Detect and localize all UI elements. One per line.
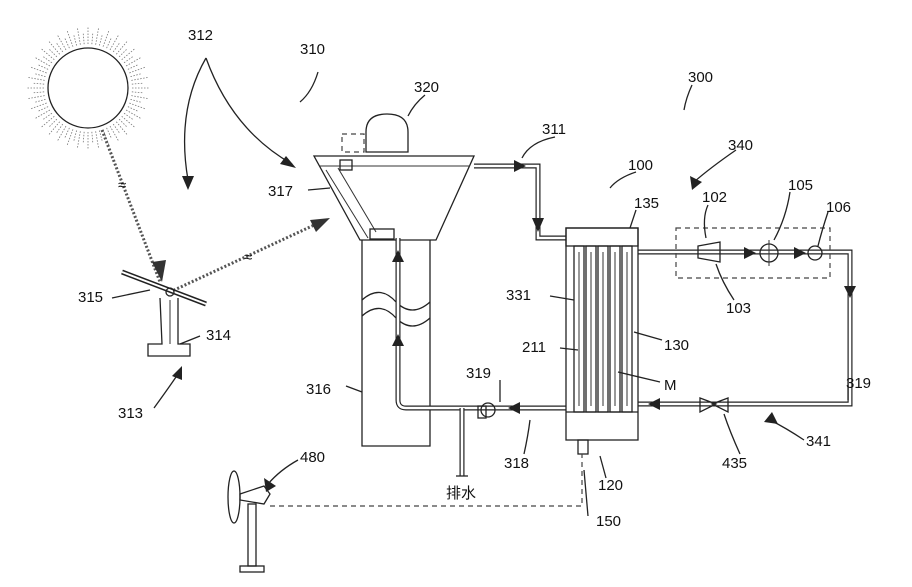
sun-ray xyxy=(110,34,119,50)
label-drain: 排水 xyxy=(446,485,476,502)
sun-ray xyxy=(107,37,112,48)
sun-ray xyxy=(99,34,102,46)
sun-ray xyxy=(27,77,45,80)
label-331: 331 xyxy=(506,287,531,304)
sun-ray xyxy=(34,57,50,66)
heliostat xyxy=(122,272,206,356)
sun-ray xyxy=(37,64,48,69)
sun-ray xyxy=(32,92,44,93)
solar-receiver xyxy=(314,114,474,446)
sun-ray xyxy=(74,34,77,46)
label-100: 100 xyxy=(628,157,653,174)
label-317: 317 xyxy=(268,183,293,200)
sun-ray xyxy=(116,41,128,55)
sun-ray xyxy=(124,56,134,63)
sun-ray xyxy=(92,32,93,44)
sun-ray xyxy=(131,99,143,102)
sun-ray xyxy=(131,77,149,80)
sun-ray xyxy=(56,42,63,52)
label-319-pump: 319 xyxy=(466,365,491,382)
sun-ray xyxy=(42,56,52,63)
label-312: 312 xyxy=(188,27,213,44)
sun-ray xyxy=(32,83,44,84)
sun-ray xyxy=(57,34,66,50)
sun-ray xyxy=(74,131,77,143)
sun-ray xyxy=(131,74,143,77)
sun-ray xyxy=(122,116,136,128)
label-341: 341 xyxy=(806,433,831,450)
sun-ray xyxy=(131,96,149,99)
label-120: 120 xyxy=(598,477,623,494)
label-320: 320 xyxy=(414,79,439,96)
sun-ray xyxy=(57,126,66,142)
sun-ray xyxy=(128,107,139,112)
label-316: 316 xyxy=(306,381,331,398)
sun-ray xyxy=(42,113,52,120)
label-340: 340 xyxy=(728,137,753,154)
sun-ray xyxy=(64,128,69,139)
heat-exchanger xyxy=(566,228,638,454)
sun-ray xyxy=(122,48,136,60)
label-313: 313 xyxy=(118,405,143,422)
sunlight-rays: ≈ ≈ xyxy=(102,130,330,292)
sun-ray xyxy=(116,122,128,136)
sun-ray xyxy=(48,122,60,136)
sun-ray xyxy=(34,110,50,119)
svg-text:≈: ≈ xyxy=(244,249,252,266)
sun-ray xyxy=(96,131,99,149)
label-103: 103 xyxy=(726,300,751,317)
sun-ray xyxy=(77,131,80,149)
sun-ray xyxy=(41,116,55,128)
sun-ray xyxy=(83,32,84,44)
sun-ray xyxy=(110,126,119,142)
sun-ray xyxy=(126,57,142,66)
sun-ray xyxy=(96,27,99,45)
label-105: 105 xyxy=(788,177,813,194)
label-319-pipe: 319 xyxy=(846,375,871,392)
label-211: 211 xyxy=(522,339,546,356)
svg-text:≈: ≈ xyxy=(118,177,126,194)
sun-ray xyxy=(124,113,134,120)
sun-ray xyxy=(107,128,112,139)
label-315: 315 xyxy=(78,289,103,306)
label-135: 135 xyxy=(634,195,659,212)
sun-ray xyxy=(99,131,102,143)
label-106: 106 xyxy=(826,199,851,216)
sun-ray xyxy=(113,42,120,52)
sun-ray xyxy=(132,92,144,93)
label-311: 311 xyxy=(542,121,566,138)
label-310: 310 xyxy=(300,41,325,58)
label-318: 318 xyxy=(504,455,529,472)
sun-ray xyxy=(92,132,93,144)
sun-ray xyxy=(56,124,63,134)
sun-ray xyxy=(77,27,80,45)
sun-icon xyxy=(26,26,150,150)
label-300: 300 xyxy=(688,69,713,86)
sun-ray xyxy=(27,96,45,99)
sun-ray xyxy=(37,107,48,112)
leader-lines xyxy=(112,58,848,516)
sun-ray xyxy=(34,74,46,77)
sun-ray xyxy=(83,132,84,144)
sun-ray xyxy=(128,64,139,69)
sun-ray xyxy=(48,41,60,55)
label-314: 314 xyxy=(206,327,231,344)
label-150: 150 xyxy=(596,513,621,530)
label-435: 435 xyxy=(722,455,747,472)
sun-ray xyxy=(132,83,144,84)
label-102: 102 xyxy=(702,189,727,206)
label-130: 130 xyxy=(664,337,689,354)
label-480: 480 xyxy=(300,449,325,466)
sun-ray xyxy=(126,110,142,119)
sun-ray xyxy=(41,48,55,60)
sun-ray xyxy=(113,124,120,134)
sun-ray xyxy=(64,37,69,48)
label-M: M xyxy=(664,377,677,394)
sun-ray xyxy=(34,99,46,102)
